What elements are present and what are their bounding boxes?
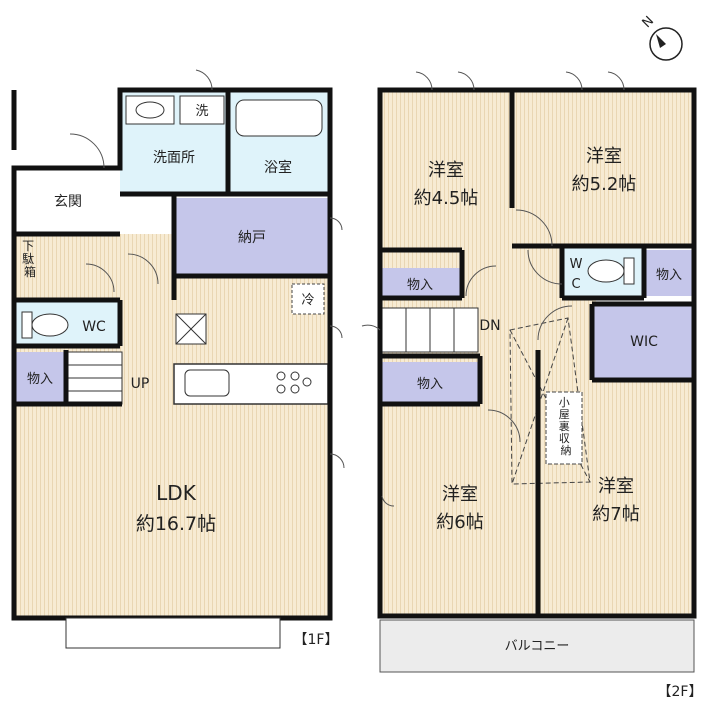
label-wic: WIC bbox=[630, 334, 658, 350]
label-monoire-1f: 物入 bbox=[27, 372, 53, 387]
doors-1f bbox=[69, 69, 345, 469]
label-monoire-2f-b: 物入 bbox=[656, 268, 682, 283]
stair-1f bbox=[67, 351, 123, 405]
label-balcony: バルコニー bbox=[505, 639, 570, 654]
label-room52: 洋室 bbox=[586, 146, 622, 167]
label-room52-size: 約5.2帖 bbox=[572, 174, 637, 195]
floor2-plan: 洋室 約4.5帖 洋室 約5.2帖 物入 物入 物入 W C DN WIC 小 … bbox=[361, 71, 703, 700]
label-room6: 洋室 bbox=[442, 484, 478, 505]
label-room7-size: 約7帖 bbox=[592, 504, 639, 525]
bathtub bbox=[235, 99, 323, 137]
wic bbox=[592, 306, 694, 380]
window-ledge bbox=[65, 617, 281, 649]
hall-floor-1f bbox=[14, 234, 176, 300]
compass: N bbox=[640, 14, 683, 61]
room-5-2 bbox=[512, 90, 694, 248]
nando bbox=[176, 198, 330, 276]
label-genkan: 玄関 bbox=[54, 193, 82, 210]
ceiling-void-1f bbox=[175, 313, 207, 345]
label-washer: 洗 bbox=[195, 104, 208, 119]
attic-ladder bbox=[545, 391, 583, 465]
label-fridge: 冷 bbox=[301, 293, 314, 308]
walls-2f bbox=[377, 87, 697, 619]
label-koyaura-5: 納 bbox=[561, 444, 572, 457]
floor2-tag: 【2F】 bbox=[658, 684, 703, 700]
walls-1f bbox=[11, 87, 333, 621]
label-ldk-size: 約16.7帖 bbox=[136, 513, 216, 535]
label-room6-size: 約6帖 bbox=[436, 512, 483, 533]
monoire-2f-c bbox=[382, 362, 478, 402]
label-getabako-2: 駄 bbox=[22, 251, 34, 266]
toilet-2f bbox=[587, 257, 635, 285]
label-getabako-3: 箱 bbox=[24, 264, 36, 279]
label-koyaura: 小 屋 裏 収 納 bbox=[559, 396, 574, 457]
label-dn: DN bbox=[479, 318, 500, 334]
floor1-tag: 【1F】 bbox=[294, 632, 339, 648]
attic-outline bbox=[509, 317, 591, 485]
stair-2f bbox=[381, 307, 479, 353]
label-koyaura-3: 裏 bbox=[559, 419, 570, 433]
toilet-1f bbox=[21, 311, 69, 339]
label-up: UP bbox=[131, 376, 150, 392]
monoire-2f-a bbox=[382, 268, 460, 298]
kitchen-counter bbox=[173, 363, 329, 405]
label-monoire-2f-c: 物入 bbox=[417, 377, 443, 392]
balcony bbox=[379, 619, 695, 673]
label-getabako-1: 下 bbox=[22, 239, 34, 253]
doors-2f bbox=[361, 71, 625, 507]
label-koyaura-4: 収 bbox=[559, 432, 570, 445]
label-wc-2f-w: W bbox=[570, 257, 583, 272]
label-room7: 洋室 bbox=[598, 476, 634, 497]
label-koyaura-1: 小 bbox=[559, 396, 570, 409]
room-6 bbox=[380, 410, 538, 616]
label-bathroom: 浴室 bbox=[264, 159, 292, 176]
compass-label: N bbox=[640, 14, 657, 31]
room-4-5 bbox=[380, 90, 512, 250]
label-room45-size: 約4.5帖 bbox=[414, 188, 479, 209]
fridge-space bbox=[291, 283, 325, 315]
monoire-2f-b bbox=[644, 250, 694, 296]
label-getabako: 下 駄 箱 bbox=[22, 239, 38, 279]
label-koyaura-2: 屋 bbox=[559, 408, 570, 421]
washer-space bbox=[179, 95, 225, 125]
label-monoire-2f-a: 物入 bbox=[407, 278, 433, 293]
label-room45: 洋室 bbox=[428, 160, 464, 181]
sink-1f bbox=[125, 95, 175, 125]
label-wc-1f: WC bbox=[82, 319, 106, 335]
label-nando: 納戸 bbox=[238, 230, 266, 246]
label-ldk: LDK bbox=[156, 481, 197, 505]
genkan bbox=[14, 168, 120, 234]
label-wc-2f-c: C bbox=[571, 277, 580, 292]
label-washroom: 洗面所 bbox=[153, 150, 195, 166]
floor1-plan: 洗面所 洗 浴室 玄関 下 駄 箱 納戸 WC 物入 UP 冷 LDK 約16.… bbox=[11, 69, 345, 649]
monoire-1f bbox=[14, 352, 64, 404]
